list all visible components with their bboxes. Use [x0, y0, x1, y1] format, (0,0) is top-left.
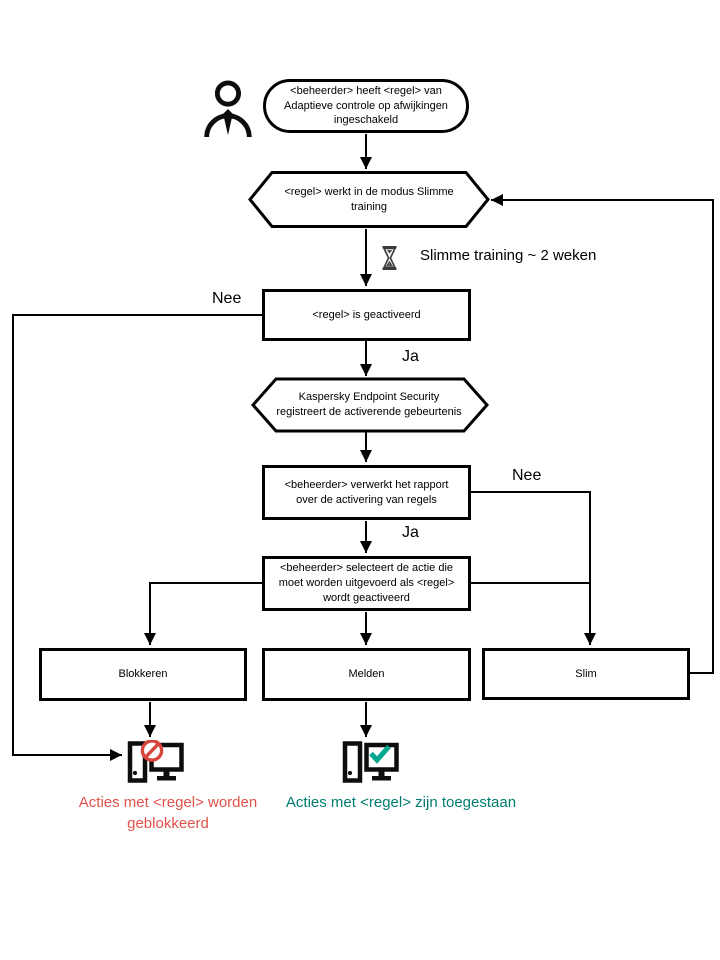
edge-action-to-block — [144, 582, 262, 645]
result-allowed-text: Acties met <regel> zijn toegestaan — [285, 794, 517, 811]
edge-smart-loop-back — [491, 194, 714, 674]
node-action-smart: Slim — [482, 648, 690, 700]
edge-activated-no-loop — [12, 314, 262, 761]
result-blocked-text: Acties met <regel> worden geblokkeerd — [78, 794, 258, 832]
edge-label-report-no: Nee — [512, 467, 542, 484]
node-training-mode: <regel> werkt in de modus Slimme trainin… — [284, 185, 454, 213]
person-icon — [204, 80, 252, 138]
hexagon-training-mode — [248, 171, 490, 228]
computer-prohibited-icon — [127, 740, 184, 783]
training-duration-note: Slimme training ~ 2 weken — [420, 247, 597, 264]
no-sign-icon — [140, 740, 164, 762]
node-rule-activated: <regel> is geactiveerd — [262, 289, 471, 341]
hourglass-icon — [382, 246, 397, 270]
edge-label-activated-yes: Ja — [402, 348, 419, 365]
edge-label-report-yes: Ja — [402, 524, 419, 541]
node-admin-report: <beheerder> verwerkt het rapport over de… — [262, 465, 471, 520]
edge-report-no-to-smart — [470, 491, 596, 645]
computer-check-icon — [342, 741, 399, 783]
hexagon-kes-registers — [250, 377, 490, 433]
node-start: <beheerder> heeft <regel> van Adaptieve … — [263, 79, 469, 133]
node-admin-action: <beheerder> selecteert de actie die moet… — [262, 556, 471, 611]
node-action-notify: Melden — [262, 648, 471, 701]
checkmark-icon — [369, 744, 391, 764]
node-kes-registers: Kaspersky Endpoint Security registreert … — [276, 391, 462, 418]
node-action-block: Blokkeren — [39, 648, 247, 701]
edge-label-activated-no: Nee — [212, 290, 242, 307]
